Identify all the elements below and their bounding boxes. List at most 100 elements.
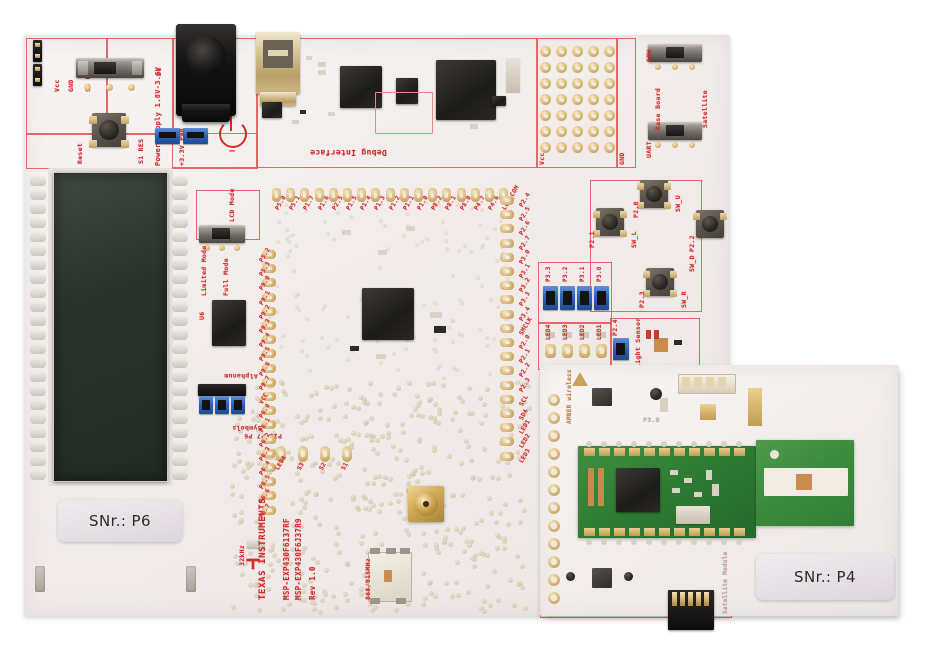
via [261,484,266,489]
pad-left-hole-15 [267,466,272,469]
button-sw-left-dome[interactable] [602,214,618,230]
via [394,456,399,461]
via [289,456,294,461]
pad-top-hole-6 [360,193,364,198]
via [257,461,262,466]
sbw-pad-1 [655,64,661,70]
led-jumper-contact-3 [597,291,606,305]
via [523,606,528,611]
vcc-gnd-header-block-1[interactable] [33,40,42,62]
via [452,366,456,370]
via [333,476,338,481]
pad-right-hole-12 [505,369,510,373]
via [362,467,367,472]
via [356,406,361,411]
via [462,549,467,554]
outline-gnd-header [616,38,636,168]
debug-grid-hole-3-4 [591,113,596,118]
pad-right-hole-10 [505,341,510,344]
via [394,608,399,613]
debug-grid-hole-2-6 [575,145,580,150]
via [232,513,237,518]
button-sw-up-dome[interactable] [646,186,662,202]
via [470,411,475,416]
via [291,523,296,528]
radio-solder-top-5 [661,441,667,447]
via [464,539,469,544]
via [288,561,293,566]
via [422,303,426,307]
via [392,352,396,356]
lcd-pad-left-12 [30,344,46,354]
lcd-mode-switch-knob[interactable] [212,228,230,239]
rf-switch-pad-3 [400,548,410,554]
radio-pad-top-1 [599,448,610,456]
via [363,496,368,501]
via [295,471,300,476]
via [420,240,424,244]
via [500,404,505,409]
main-debug-controller-ic [436,60,496,120]
reset-button-dome[interactable] [99,120,119,140]
mcu-passive-3 [430,312,442,318]
via [286,254,290,258]
via [396,368,400,372]
via [232,463,237,468]
via [505,460,510,465]
via [520,382,525,387]
ti-logo-icon [245,556,261,572]
via [313,492,318,497]
via [504,317,508,321]
via [413,468,418,473]
via [280,381,285,386]
via [337,550,342,555]
debug-grid-hole-2-3 [575,97,580,102]
via [373,475,378,480]
pad-bottom-hole-2 [323,451,327,457]
via [388,477,393,482]
uart-switch-knob[interactable] [666,125,684,136]
via [503,502,508,507]
debug-resistor-4 [328,112,335,116]
debug-grid-hole-4-1 [607,65,612,70]
via [257,483,262,488]
satellite-hole-5 [551,487,557,493]
mcu-passive-2 [350,346,359,351]
button-sw-right-dome[interactable] [702,216,718,232]
via [346,315,350,319]
led-device-1 [563,332,572,338]
via [415,243,419,247]
via [488,372,492,376]
button-sw-down-dome[interactable] [652,274,668,290]
vcc-gnd-pin-3 [35,67,40,71]
mcu-passive-4 [434,326,446,333]
led-device-0 [546,332,555,338]
via [275,284,279,288]
vcc-gnd-header-block-2[interactable] [33,64,42,86]
via [441,383,446,388]
via [476,276,480,280]
via [292,269,296,273]
via [506,522,511,527]
via [351,405,356,410]
via [496,598,501,603]
lcd-pad-right-20 [172,456,188,466]
via [243,561,248,566]
via [479,606,484,611]
via [457,249,461,253]
lcd-pad-left-20 [30,456,46,466]
via [322,589,327,594]
symbol-header-strip[interactable] [198,384,246,396]
debug-grid-hole-3-5 [591,129,596,134]
radio-passive-5 [706,470,712,480]
satellite-hole-6 [551,505,557,511]
via [496,305,500,309]
pad-top-hole-0 [275,193,278,198]
lcd-pad-right-7 [172,274,188,284]
power-switch-knob[interactable] [94,62,116,74]
via [305,414,310,419]
pad-left-hole-6 [267,338,272,342]
via [437,411,442,416]
via [327,462,332,467]
sbw-switch-knob[interactable] [666,47,684,58]
